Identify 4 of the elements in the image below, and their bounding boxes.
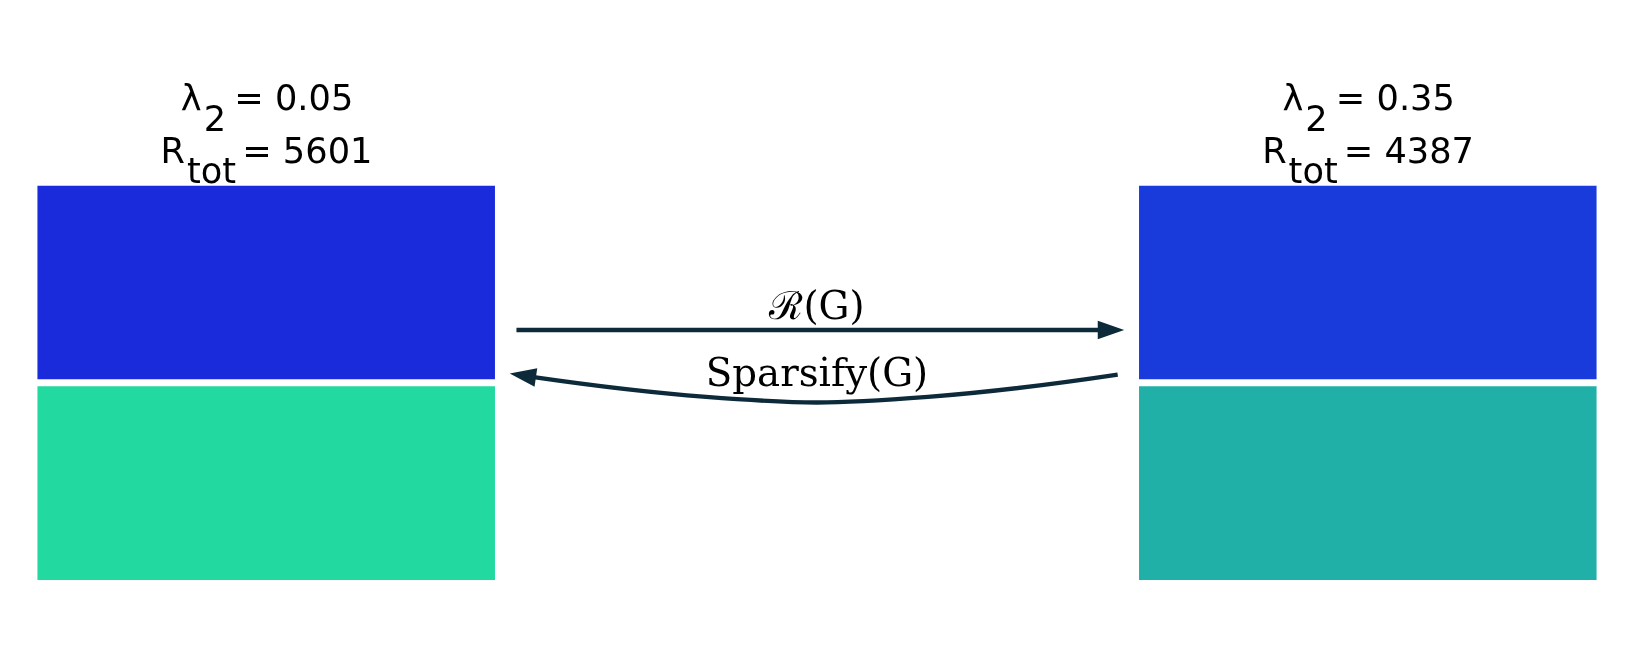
edge-label: ℛ(G) [769, 282, 865, 328]
edge-label: Sparsify(G) [705, 349, 929, 395]
arrow [516, 320, 1125, 340]
arrow [509, 368, 1118, 405]
